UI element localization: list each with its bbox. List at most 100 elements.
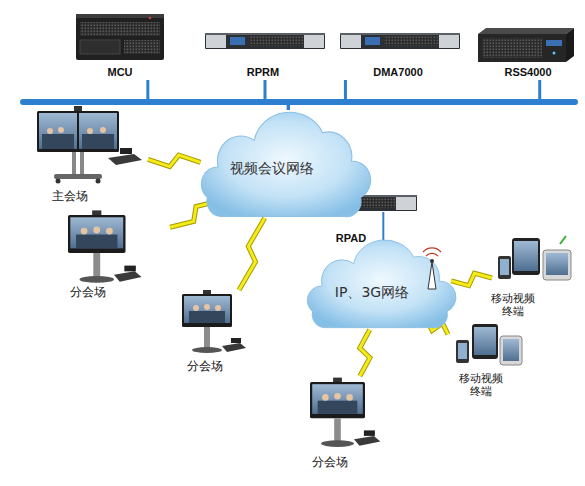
main-venue-terminal-part <box>79 113 117 149</box>
mobile-devices-part <box>472 324 498 359</box>
network-link-line <box>265 80 288 110</box>
main-venue-terminal-part <box>37 111 119 152</box>
network-link-line <box>288 80 345 110</box>
rack-server: RPAD <box>293 193 422 212</box>
device-label: DMA7000 <box>373 66 423 79</box>
venue-terminal: 分会场 <box>62 212 170 300</box>
recording-server-part <box>478 34 566 62</box>
wireless-link <box>239 218 265 290</box>
mobile-devices-part <box>543 250 571 280</box>
mcu-server-part <box>80 22 160 36</box>
network-link-line <box>148 80 289 110</box>
mcu-server-part <box>76 14 164 60</box>
recording-server-part <box>566 28 574 62</box>
device-label: 分会场 <box>70 286 106 299</box>
mobile-devices <box>498 236 571 280</box>
mobile-devices <box>456 324 522 365</box>
mobile-terminal: 移动视频 终端 <box>492 232 576 318</box>
venue-terminal <box>310 378 380 447</box>
main-venue-terminal-part <box>39 113 77 149</box>
main-venue-terminal-part <box>54 174 102 179</box>
network-link <box>148 80 289 110</box>
network-link <box>383 212 384 242</box>
main-venue-terminal-part <box>42 134 74 149</box>
network-link-line <box>382 212 384 242</box>
main-venue-terminal-part <box>72 152 76 176</box>
main-venue-terminal-part <box>100 127 106 133</box>
device-label: 移动视频 终端 <box>488 292 538 318</box>
main-venue-terminal-part <box>74 106 82 111</box>
main-venue-terminal-part <box>56 179 61 184</box>
mobile-devices-part <box>456 340 469 363</box>
device-label: 分会场 <box>312 456 348 469</box>
mcu-server-part <box>124 40 160 54</box>
cloud-shape <box>307 240 456 328</box>
main-venue-terminal-part <box>96 179 101 184</box>
recording-server-part <box>553 52 556 55</box>
recording-server-part <box>482 38 542 58</box>
lightning-outline <box>239 218 265 290</box>
device-label: RPRM <box>247 66 279 79</box>
lightning-bolt <box>451 273 492 285</box>
network-link <box>265 80 288 110</box>
device-label: RPAD <box>336 232 366 245</box>
antenna-symbol-part <box>426 253 438 256</box>
mcu-server-part <box>80 40 120 54</box>
rack-server: DMA7000 <box>338 30 462 80</box>
main-venue-terminal-part <box>120 148 132 154</box>
network-link <box>288 80 539 110</box>
recording-server-part <box>546 40 562 46</box>
device-label: 分会场 <box>187 360 223 373</box>
network-name: IP、3G网络 <box>335 286 409 299</box>
mobile-devices-part <box>546 253 568 275</box>
mobile-devices-part <box>500 336 522 365</box>
main-venue-terminal-part <box>80 152 84 176</box>
main-venue-terminal <box>37 106 142 184</box>
main-venue-terminal-part <box>47 128 53 134</box>
lightning-bolt <box>239 218 265 290</box>
mobile-devices-part <box>500 259 509 275</box>
mcu-server-part <box>149 17 152 20</box>
wireless-link <box>360 330 370 376</box>
rack-server <box>340 33 460 49</box>
venue-terminal <box>182 290 246 353</box>
lightning-bolt <box>148 155 201 167</box>
main-venue-terminal-part <box>108 154 142 165</box>
mobile-devices-part <box>458 343 467 359</box>
venue-terminal: 分会场 <box>178 290 270 374</box>
network-link-line <box>288 80 539 110</box>
lightning-bolt <box>360 330 370 376</box>
recording-server: RSS4000 <box>476 26 574 80</box>
venue-terminal: 分会场 <box>300 376 400 470</box>
venue-terminal: 主会场 <box>30 108 148 204</box>
antenna-symbol-part <box>423 248 441 252</box>
mobile-devices-part <box>560 236 566 244</box>
mcu-server <box>76 14 164 60</box>
cloud-shape <box>201 112 370 216</box>
device-label: RSS4000 <box>504 66 551 79</box>
network-cloud: IP、3G网络 <box>300 238 458 334</box>
main-venue-terminal-part <box>82 134 114 149</box>
main-venue-terminal-part <box>58 127 64 133</box>
network-name: 视频会议网络 <box>230 162 314 175</box>
mobile-devices-part <box>498 256 511 279</box>
device-label: MCU <box>107 66 132 79</box>
lightning-outline <box>360 330 370 376</box>
network-link <box>288 80 345 110</box>
mobile-terminal: 移动视频 终端 <box>448 320 524 402</box>
lightning-outline <box>451 273 492 285</box>
lightning-outline <box>148 155 201 167</box>
mobile-devices-part <box>514 241 538 271</box>
network-cloud: 视频会议网络 <box>193 110 373 224</box>
main-venue-terminal-part <box>87 128 93 134</box>
recording-server-part <box>478 28 574 34</box>
rack-server <box>205 33 325 49</box>
wireless-link <box>451 273 492 285</box>
mobile-devices-part <box>474 327 496 355</box>
venue-terminal <box>68 210 142 282</box>
rack-server: RPRM <box>203 30 327 80</box>
device-label: 移动视频 终端 <box>456 372 506 398</box>
